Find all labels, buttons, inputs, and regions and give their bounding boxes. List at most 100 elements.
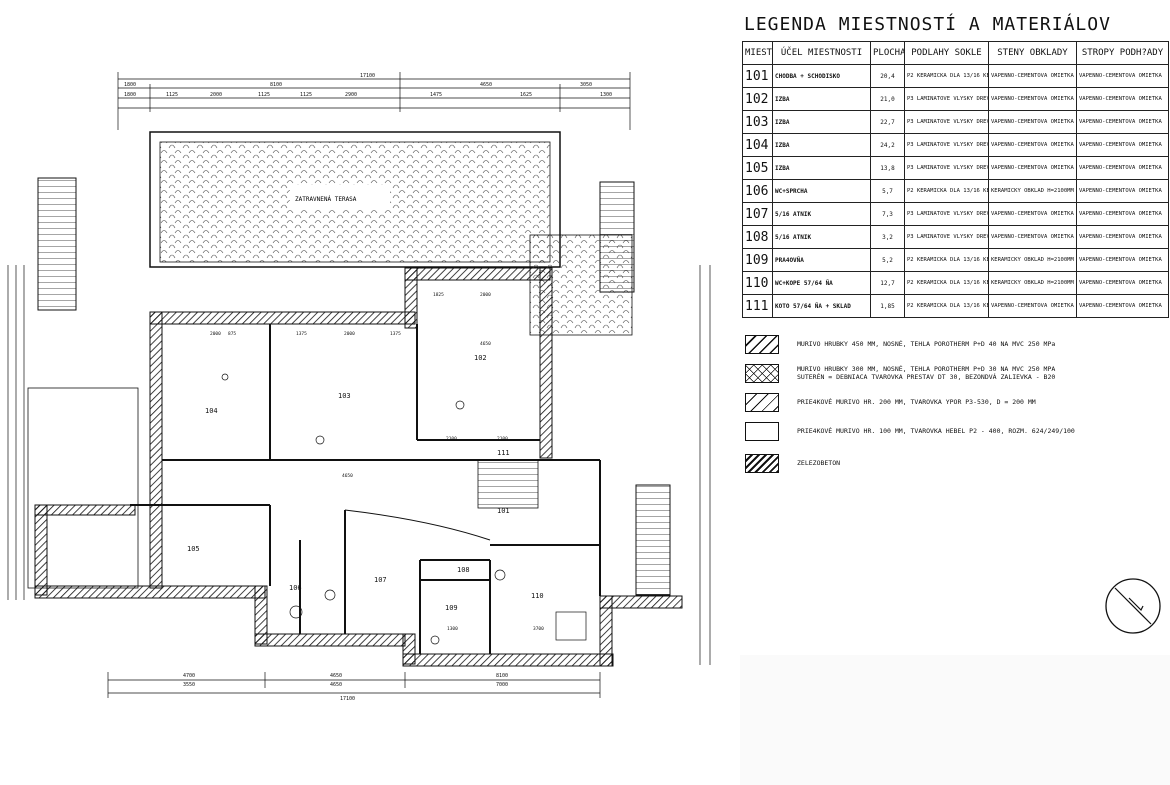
svg-text:2000: 2000: [210, 331, 221, 337]
room-cell-num: 105: [742, 156, 773, 180]
svg-text:17100: 17100: [340, 696, 355, 702]
room-cell-area: 12,7: [870, 271, 905, 295]
room-cell-walls: VAPENNO-CEMENTOVA OMIETKA: [988, 133, 1077, 157]
interior-walls: [130, 324, 601, 654]
room-cell-floor: P2 KERAMICKA DLA 13/16 KERAMICKY SOKEL H…: [904, 248, 989, 272]
room-label-109: 109: [445, 604, 458, 612]
room-cell-area: 13,8: [870, 156, 905, 180]
room-label-104: 104: [205, 407, 218, 415]
material-key-item: MURIVO HRUBKY 300 MM, NOSNÉ, TEHLA POROT…: [745, 362, 1165, 384]
svg-text:4650: 4650: [480, 341, 491, 347]
svg-text:4700: 4700: [183, 673, 195, 679]
material-key: MURIVO HRUBKY 450 MM, NOSNÉ, TEHLA POROT…: [745, 333, 1165, 481]
svg-text:3550: 3550: [183, 682, 195, 688]
room-cell-walls: VAPENNO-CEMENTOVA OMIETKA: [988, 202, 1077, 226]
svg-text:2100: 2100: [497, 436, 508, 442]
svg-text:1825: 1825: [433, 292, 444, 298]
dimension-labels-inner: 2000 875 1375 2000 1375 1825 2000 4650 2…: [210, 292, 544, 632]
svg-text:1125: 1125: [258, 92, 270, 98]
exterior-walls: [34, 267, 683, 667]
room-cell-ceil: VAPENNO-CEMENTOVA OMIETKA: [1076, 271, 1169, 295]
hatch-swatch-300: [745, 363, 779, 383]
svg-text:2100: 2100: [446, 436, 457, 442]
svg-text:8100: 8100: [270, 82, 282, 88]
room-cell-floor: P2 KERAMICKA DLA 13/16 KERAMICKY SOKEL H…: [904, 294, 989, 318]
material-text: ZELEZOBETON: [797, 459, 841, 467]
room-label-110: 110: [531, 592, 544, 600]
fixtures: [221, 373, 587, 645]
room-label-103: 103: [338, 392, 351, 400]
room-cell-num: 109: [742, 248, 773, 272]
material-text: PRIE4KOVÉ MURIVO HR. 200 MM, TVAROVKA YP…: [797, 398, 1036, 406]
room-cell-area: 22,7: [870, 110, 905, 134]
room-cell-use: IZBA: [772, 156, 871, 180]
svg-text:1625: 1625: [520, 92, 532, 98]
header-walls: STENY OBKLADY: [988, 41, 1077, 65]
room-cell-area: 21,0: [870, 87, 905, 111]
room-cell-num: 102: [742, 87, 773, 111]
material-text: PRIE4KOVÉ MURIVO HR. 100 MM, TVAROVKA HE…: [797, 427, 1075, 435]
room-cell-floor: P3 LAMINATOVE VLYSKY DREVENA LI 5/16 TA: [904, 87, 989, 111]
svg-text:1800: 1800: [124, 92, 136, 98]
room-cell-ceil: VAPENNO-CEMENTOVA OMIETKA: [1076, 64, 1169, 88]
svg-text:1125: 1125: [300, 92, 312, 98]
room-cell-num: 110: [742, 271, 773, 295]
svg-text:1300: 1300: [600, 92, 612, 98]
room-labels: 101 102 103 104 105 106 107 108 109 110 …: [187, 354, 544, 612]
room-cell-area: 20,4: [870, 64, 905, 88]
room-label-102: 102: [474, 354, 487, 362]
room-label-108: 108: [457, 566, 470, 574]
svg-text:1125: 1125: [166, 92, 178, 98]
room-cell-use: WC+KOPE 57/64 ŇA: [772, 271, 871, 295]
room-table-header: MIEST Č. ÚČEL MIESTNOSTI PLOCHA m2 PODLA…: [742, 41, 1169, 65]
room-cell-ceil: VAPENNO-CEMENTOVA OMIETKA: [1076, 202, 1169, 226]
room-cell-walls: KERAMICKY OBKLAD H=2100MM: [988, 271, 1077, 295]
room-cell-floor: P2 KERAMICKA DLA 13/16 KERAMICKY SOKEL H…: [904, 64, 989, 88]
room-cell-area: 5,7: [870, 179, 905, 203]
room-cell-walls: VAPENNO-CEMENTOVA OMIETKA: [988, 64, 1077, 88]
hatch-swatch-450: [745, 334, 779, 354]
floor-plan-drawing: 17100 8100 4650 3050 1800 1125 2000 1125…: [7, 72, 711, 702]
room-label-107: 107: [374, 576, 387, 584]
room-cell-ceil: VAPENNO-CEMENTOVA OMIETKA: [1076, 133, 1169, 157]
svg-text:17100: 17100: [360, 73, 375, 79]
room-table: MIEST Č. ÚČEL MIESTNOSTI PLOCHA m2 PODLA…: [742, 41, 1169, 318]
svg-text:2000: 2000: [344, 331, 355, 337]
room-cell-walls: VAPENNO-CEMENTOVA OMIETKA: [988, 110, 1077, 134]
room-cell-ceil: VAPENNO-CEMENTOVA OMIETKA: [1076, 248, 1169, 272]
svg-text:2900: 2900: [345, 92, 357, 98]
room-cell-num: 107: [742, 202, 773, 226]
room-cell-walls: VAPENNO-CEMENTOVA OMIETKA: [988, 225, 1077, 249]
hatch-swatch-200: [745, 392, 779, 412]
svg-text:7000: 7000: [496, 682, 508, 688]
svg-text:4650: 4650: [342, 473, 353, 479]
stairs-right-lower: [635, 484, 671, 596]
room-cell-use: PRA4OVŇA: [772, 248, 871, 272]
room-cell-area: 24,2: [870, 133, 905, 157]
material-key-item: ZELEZOBETON: [745, 452, 1165, 474]
header-floor: PODLAHY SOKLE: [904, 41, 989, 65]
room-cell-floor: P3 LAMINATOVE VLYSKY DREVENA LI 5/16 TA: [904, 110, 989, 134]
header-num: MIEST Č.: [742, 41, 773, 65]
svg-text:1375: 1375: [390, 331, 401, 337]
header-ceil: STROPY PODH?ADY: [1076, 41, 1169, 65]
terrace-label: ZATRAVNENÁ TERASA: [295, 196, 357, 203]
room-cell-num: 111: [742, 294, 773, 318]
svg-text:2000: 2000: [480, 292, 491, 298]
svg-text:8100: 8100: [496, 673, 508, 679]
dimension-lines-top: [117, 72, 631, 130]
material-key-item: PRIE4KOVÉ MURIVO HR. 200 MM, TVAROVKA YP…: [745, 391, 1165, 413]
material-key-item: MURIVO HRUBKY 450 MM, NOSNÉ, TEHLA POROT…: [745, 333, 1165, 355]
room-cell-area: 3,2: [870, 225, 905, 249]
material-text: MURIVO HRUBKY 450 MM, NOSNÉ, TEHLA POROT…: [797, 340, 1056, 348]
hatch-swatch-100: [745, 421, 779, 441]
sheet-blank-area: [740, 655, 1170, 785]
room-cell-num: 108: [742, 225, 773, 249]
room-label-101: 101: [497, 507, 510, 515]
svg-text:1800: 1800: [124, 82, 136, 88]
